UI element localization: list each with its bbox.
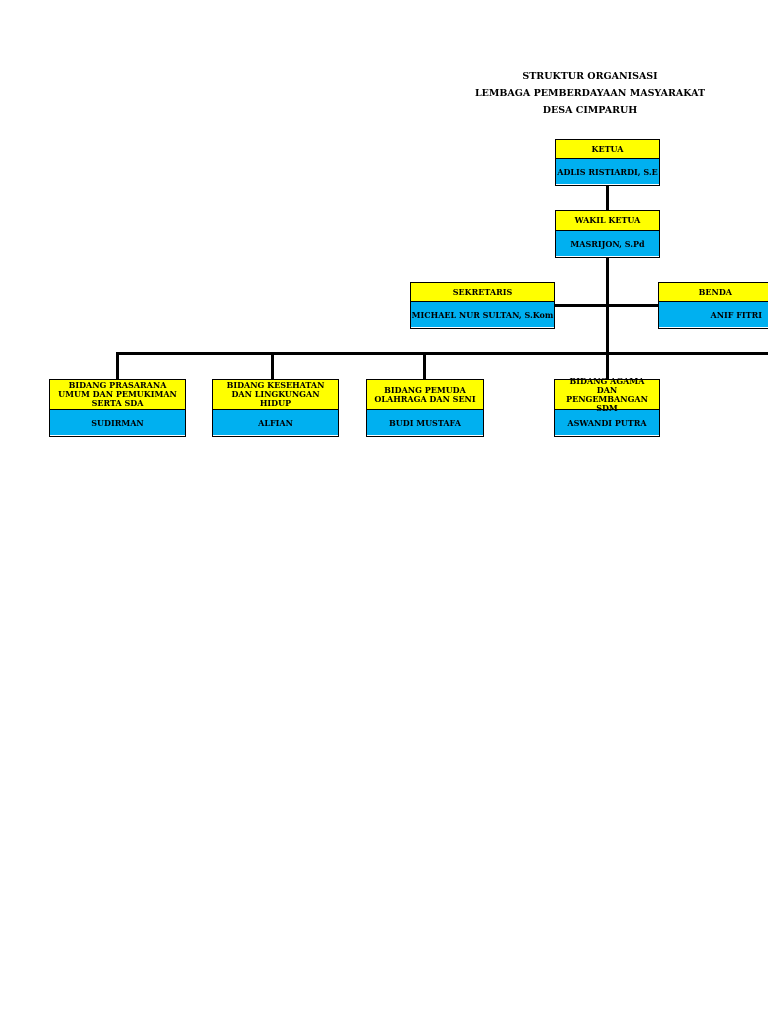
wakil-ketua-box: WAKIL KETUA MASRIJON, S.Pd bbox=[555, 210, 660, 258]
bidang-box-4: BIDANG AGAMA DAN PENGEMBANGAN SDM ASWAND… bbox=[554, 376, 660, 437]
wakil-ketua-role: WAKIL KETUA bbox=[556, 211, 659, 231]
connector-bidang-1 bbox=[116, 352, 119, 380]
bidang-name-4: ASWANDI PUTRA bbox=[555, 410, 659, 435]
bidang-role-2: BIDANG KESEHATAN DAN LINGKUNGAN HIDUP bbox=[213, 380, 338, 410]
connector-bidang-3 bbox=[423, 352, 426, 380]
connector-bidang-4 bbox=[606, 352, 609, 380]
bidang-role-4: BIDANG AGAMA DAN PENGEMBANGAN SDM bbox=[555, 376, 659, 412]
bendahara-name: ANIF FITRI bbox=[659, 302, 768, 327]
sekretaris-name: MICHAEL NUR SULTAN, S.Kom bbox=[411, 302, 554, 327]
wakil-ketua-name: MASRIJON, S.Pd bbox=[556, 231, 659, 256]
ketua-box: KETUA ADLIS RISTIARDI, S.E bbox=[555, 139, 660, 186]
bendahara-box: BENDA ANIF FITRI bbox=[658, 282, 768, 329]
sekretaris-role: SEKRETARIS bbox=[411, 283, 554, 302]
connector-sekretaris-bendahara bbox=[554, 304, 660, 307]
chart-title: STRUKTUR ORGANISASI LEMBAGA PEMBERDAYAAN… bbox=[440, 68, 740, 119]
connector-ketua-wakil bbox=[606, 185, 609, 212]
bendahara-role: BENDA bbox=[659, 283, 768, 302]
connector-bidang-bar bbox=[116, 352, 768, 355]
bidang-box-3: BIDANG PEMUDA OLAHRAGA DAN SENI BUDI MUS… bbox=[366, 379, 484, 437]
bidang-box-1: BIDANG PRASARANA UMUM DAN PEMUKIMAN SERT… bbox=[49, 379, 186, 437]
connector-bidang-2 bbox=[271, 352, 274, 380]
title-line-3: DESA CIMPARUH bbox=[542, 105, 638, 116]
bidang-name-2: ALFIAN bbox=[213, 410, 338, 435]
title-line-1: STRUKTUR ORGANISASI bbox=[522, 71, 658, 82]
sekretaris-box: SEKRETARIS MICHAEL NUR SULTAN, S.Kom bbox=[410, 282, 555, 329]
bidang-name-3: BUDI MUSTAFA bbox=[367, 410, 483, 435]
bidang-name-1: SUDIRMAN bbox=[50, 410, 185, 435]
title-line-2: LEMBAGA PEMBERDAYAAN MASYARAKAT bbox=[474, 88, 706, 99]
bidang-box-2: BIDANG KESEHATAN DAN LINGKUNGAN HIDUP AL… bbox=[212, 379, 339, 437]
bidang-role-3: BIDANG PEMUDA OLAHRAGA DAN SENI bbox=[367, 380, 483, 410]
bidang-role-1: BIDANG PRASARANA UMUM DAN PEMUKIMAN SERT… bbox=[50, 380, 185, 410]
ketua-role: KETUA bbox=[556, 140, 659, 159]
ketua-name: ADLIS RISTIARDI, S.E bbox=[556, 159, 659, 184]
